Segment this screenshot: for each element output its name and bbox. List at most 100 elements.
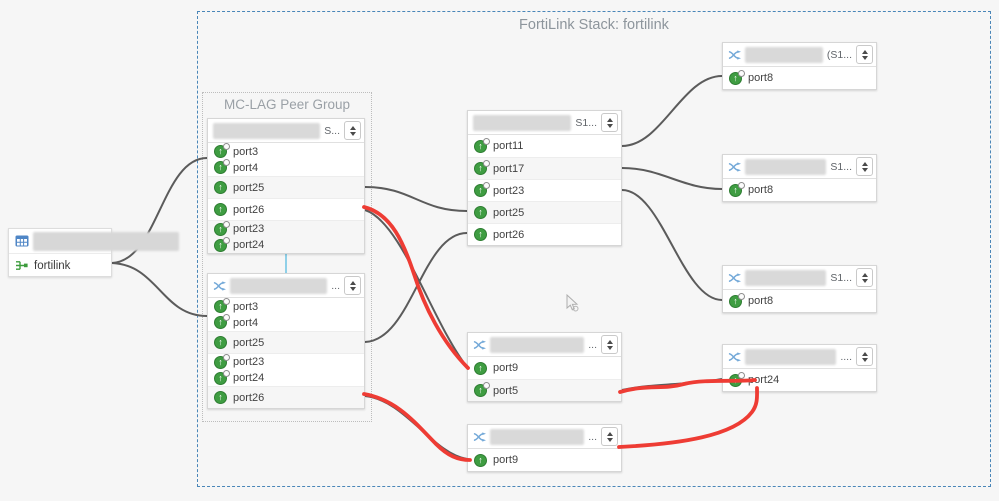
redacted-fortigate-name <box>33 232 179 251</box>
fortilink-label: fortilink <box>34 259 71 272</box>
port-aggregate-icon: ↑ <box>214 353 230 369</box>
port-row[interactable]: ↑port24 <box>723 369 876 391</box>
port-row[interactable]: ↑port25 <box>468 201 621 223</box>
collapse-stepper[interactable] <box>601 113 618 132</box>
fortilink-interface-row[interactable]: fortilink <box>9 253 111 277</box>
port-label: port25 <box>493 206 525 219</box>
port-row[interactable]: ↑ port25 <box>208 331 364 353</box>
port-row[interactable]: ↑port26 <box>468 223 621 245</box>
port-label: port3 <box>233 300 259 313</box>
fortilink-interface-icon <box>16 261 28 270</box>
shuffle-icon <box>728 161 741 172</box>
stepper-up-icon <box>349 280 356 285</box>
switch-node-right-2: S1...↑port8 <box>722 154 877 202</box>
port-row[interactable]: ↑port8 <box>723 179 876 201</box>
collapse-stepper[interactable] <box>344 276 361 295</box>
shuffle-icon <box>473 431 486 442</box>
port-aggregate-icon: ↑ <box>729 292 745 308</box>
port-aggregate-icon: ↑ <box>474 160 490 175</box>
port-label: port24 <box>748 374 780 386</box>
port-label: port11 <box>493 140 524 152</box>
port-row[interactable]: ↑port26 <box>208 198 364 220</box>
port-line: ↑port26 <box>474 224 615 245</box>
port-line: ↑port9 <box>474 449 615 471</box>
redacted-switch-name <box>490 336 585 353</box>
switch-name-suffix: ... <box>588 430 597 443</box>
stepper-down-icon <box>606 437 613 442</box>
shuffle-icon <box>213 280 226 291</box>
port-row[interactable]: ↑port8 <box>723 67 876 89</box>
port-row[interactable]: ↑port9 <box>468 357 621 379</box>
port-label: port25 <box>233 181 265 194</box>
port-row[interactable]: ↑port23↑port24 <box>208 353 364 386</box>
port-aggregate-icon: ↑ <box>729 371 745 387</box>
switch-header[interactable]: S... <box>208 119 364 143</box>
redacted-switch-name <box>745 269 827 286</box>
collapse-stepper[interactable] <box>856 157 873 176</box>
port-aggregate-icon: ↑ <box>214 143 230 158</box>
collapse-stepper[interactable] <box>601 335 618 354</box>
switch-name-suffix: S1... <box>830 271 852 284</box>
stepper-down-icon <box>606 123 613 128</box>
port-row[interactable]: ↑port3↑port4 <box>208 298 364 331</box>
stepper-up-icon <box>349 125 356 130</box>
stepper-down-icon <box>861 278 868 283</box>
port-label: port8 <box>748 72 774 84</box>
port-label: port25 <box>233 336 265 349</box>
switch-header[interactable]: ... <box>468 425 621 449</box>
switch-name-suffix: S1... <box>575 116 597 129</box>
port-row[interactable]: ↑ port25 <box>208 176 364 198</box>
port-row[interactable]: ↑port5 <box>468 379 621 401</box>
port-row[interactable]: ↑port26 <box>208 386 364 408</box>
port-line: ↑port23 <box>474 180 615 201</box>
collapse-stepper[interactable] <box>856 268 873 287</box>
port-line: ↑port3 <box>214 298 358 315</box>
port-label: port8 <box>748 295 774 307</box>
collapse-stepper[interactable] <box>856 347 873 366</box>
switch-header[interactable]: S1... <box>723 155 876 179</box>
fortigate-row[interactable] <box>9 229 179 253</box>
collapse-stepper[interactable] <box>856 45 873 64</box>
port-row[interactable]: ↑port3↑port4 <box>208 143 364 176</box>
switch-header[interactable]: S1... <box>468 111 621 135</box>
port-up-icon: ↑ <box>214 336 227 349</box>
switch-header[interactable]: ... <box>208 274 364 298</box>
port-row[interactable]: ↑port8 <box>723 290 876 312</box>
collapse-stepper[interactable] <box>601 427 618 446</box>
collapse-stepper[interactable] <box>344 121 361 140</box>
port-label: port4 <box>233 161 259 174</box>
port-line: ↑ port25 <box>214 332 358 353</box>
redacted-switch-name <box>745 158 827 175</box>
port-label: port23 <box>493 184 525 197</box>
port-row[interactable]: ↑port23 <box>468 179 621 201</box>
fortigate-node: fortilink <box>8 228 179 277</box>
redacted-switch-name <box>213 122 321 139</box>
port-up-icon: ↑ <box>214 181 227 194</box>
port-line: ↑port24 <box>729 369 870 391</box>
switch-header[interactable]: S1... <box>723 266 876 290</box>
port-row[interactable]: ↑port9 <box>468 449 621 471</box>
switch-name-suffix: ... <box>331 279 340 292</box>
port-line: ↑port23 <box>214 220 358 237</box>
switch-node-core: S1...↑port11↑port17↑port23↑port25↑port26 <box>467 110 622 246</box>
port-aggregate-icon: ↑ <box>474 182 490 197</box>
port-row[interactable]: ↑port11 <box>468 135 621 157</box>
port-line: ↑port5 <box>474 380 615 401</box>
port-line: ↑port26 <box>214 387 358 408</box>
switch-header[interactable]: .... <box>723 345 876 369</box>
port-line: ↑port25 <box>474 202 615 223</box>
port-up-icon: ↑ <box>474 228 487 241</box>
port-label: port5 <box>493 384 519 397</box>
port-aggregate-icon: ↑ <box>214 369 230 385</box>
port-line: ↑port17 <box>474 158 615 179</box>
switch-header[interactable]: ... <box>468 333 621 357</box>
port-row[interactable]: ↑port23↑port24 <box>208 220 364 253</box>
port-line: ↑port8 <box>729 67 870 89</box>
port-row[interactable]: ↑port17 <box>468 157 621 179</box>
switch-node-right-4: ....↑port24 <box>722 344 877 392</box>
switch-node-right-3: S1... ↑port8 <box>722 265 877 313</box>
switch-name-suffix: S... <box>324 124 340 137</box>
switch-header[interactable]: (S1... <box>723 43 876 67</box>
mouse-cursor <box>566 294 579 312</box>
